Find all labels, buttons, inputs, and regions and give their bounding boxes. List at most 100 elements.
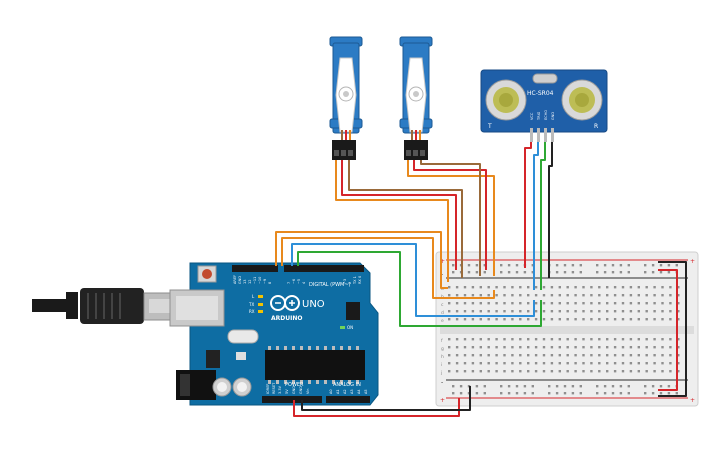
wire-rail-bridge-red <box>658 269 678 391</box>
analog-header-label: ANALOG IN <box>333 382 361 388</box>
sensor-pin-label-gnd: GND <box>551 112 555 120</box>
sensor-pin-label-vcc: VCC <box>530 112 534 120</box>
wire-servo1-ground <box>348 160 463 278</box>
pin-label-d10: ~10 <box>258 277 262 284</box>
wire-gnd-black <box>301 386 471 411</box>
wire-d6-blue <box>291 243 535 317</box>
row-letter-i: i <box>441 362 442 368</box>
pin-label-a3: A3 <box>350 389 354 394</box>
pin-label-rx0: RX 0 <box>358 276 362 284</box>
pin-label-d5: ~5 <box>297 279 301 284</box>
pin-label-d11: ~11 <box>253 277 257 284</box>
wire-sensor-vcc <box>524 142 532 268</box>
digital-header-label: DIGITAL (PWM~) <box>309 282 351 288</box>
pin-label-a0: A0 <box>329 389 333 394</box>
rail-label-minus-top: - <box>441 271 443 278</box>
center-channel <box>440 326 694 334</box>
arduino-uno: ARDUINO UNO DIGITAL (PWM~) POWER ANALOG … <box>169 262 379 406</box>
pin-label-d6: ~6 <box>292 279 296 284</box>
rail-label-plus-bottom-right: + <box>690 397 695 404</box>
wire-d10-orange <box>281 237 495 299</box>
wire-servo2-signal <box>407 160 495 276</box>
pin-label-ioref: IOREF <box>266 384 270 394</box>
led-l <box>258 295 263 298</box>
wire-d11-orange <box>275 231 448 289</box>
pin-label-d8: 8 <box>268 282 272 284</box>
led-rx-label: RX <box>249 309 255 314</box>
pin-label-5v: 5V <box>285 389 289 394</box>
wire-sensor-trig <box>533 142 539 290</box>
pin-label-vin: Vin <box>306 388 310 394</box>
sensor-pin-label-trig: TRIG <box>537 111 541 121</box>
pin-label-gnd-2: GND <box>299 386 303 394</box>
row-letter-e: e <box>441 319 444 324</box>
arduino-brand-text: ARDUINO <box>271 315 302 322</box>
pin-label-gnd-1: GND <box>292 386 296 394</box>
servo-2 <box>399 36 433 160</box>
usb-cable <box>32 288 177 324</box>
power-header <box>262 396 322 403</box>
breadboard: + - - + + + a b c d e f g h i j <box>435 251 699 407</box>
hc-sr04-sensor: HC-SR04 T R VCC TRIG ECHO GND <box>480 69 608 142</box>
analog-header <box>326 396 370 403</box>
arduino-logo <box>270 295 300 311</box>
digital-header <box>232 265 278 272</box>
pin-label-a1: A1 <box>336 389 340 394</box>
pin-label-d3: ~3 <box>343 279 347 284</box>
wires <box>275 142 687 417</box>
crystal-oscillator <box>227 329 259 344</box>
wire-servo1-signal <box>335 160 449 282</box>
pin-label-d4: 4 <box>302 281 306 284</box>
row-letter-h: h <box>441 354 444 360</box>
voltage-regulator <box>206 350 220 368</box>
power-header-label: POWER <box>285 382 304 388</box>
led-tx <box>258 303 263 306</box>
row-letter-j: j <box>440 370 442 376</box>
pin-label-d9: ~9 <box>263 279 267 284</box>
wire-rail-bridge-black <box>658 261 687 397</box>
pin-label-3v3: 3.3V <box>278 385 282 394</box>
pin-label-tx1: TX 1 <box>353 276 357 285</box>
pin-label-aref: AREF <box>233 275 237 284</box>
wire-servo2-ground <box>420 160 481 276</box>
wire-servo2-power <box>413 160 487 270</box>
row-letter-c: c <box>441 303 444 308</box>
row-letter-a: a <box>441 287 444 292</box>
pin-label-gnd-top: GND <box>238 276 242 284</box>
led-l-label: L <box>252 294 255 299</box>
wire-5v-red <box>293 398 460 417</box>
pin-label-reset: RESET <box>272 382 276 394</box>
row-letter-d: d <box>441 310 444 316</box>
wire-d5-green <box>297 251 542 327</box>
servo-1 <box>329 36 363 160</box>
pin-label-d7: 7 <box>287 282 291 284</box>
led-on <box>340 326 345 329</box>
pin-label-a5: A5 <box>364 389 368 394</box>
wire-servo1-power <box>341 160 457 270</box>
pin-label-a2: A2 <box>343 389 347 394</box>
rail-label-plus-top-right: + <box>690 258 695 265</box>
rail-label-plus-top: + <box>440 258 445 265</box>
pin-label-d2: 2 <box>348 282 352 284</box>
rail-label-plus-bottom: + <box>440 397 445 404</box>
wire-sensor-gnd <box>548 142 553 278</box>
breadboard-holes <box>448 264 680 395</box>
pin-label-a4: A4 <box>357 389 361 394</box>
atmega-chip <box>265 350 365 380</box>
pin-label-d13: 13 <box>243 280 247 284</box>
arduino-model-text: UNO <box>302 299 325 310</box>
sensor-crystal <box>532 73 558 84</box>
rail-label-minus-bottom: - <box>441 379 443 386</box>
sensor-model-label: HC-SR04 <box>527 90 554 97</box>
led-rx <box>258 310 263 313</box>
sensor-left-mark: T <box>487 123 492 130</box>
pin-label-d12: 12 <box>248 280 252 284</box>
led-on-label: ON <box>347 325 353 330</box>
row-letter-g: g <box>441 347 444 352</box>
row-letter-f: f <box>441 338 443 344</box>
sensor-pin-label-echo: ECHO <box>544 110 548 120</box>
icsp-header <box>346 302 360 320</box>
led-tx-label: TX <box>248 302 254 307</box>
wire-sensor-echo <box>540 142 546 290</box>
